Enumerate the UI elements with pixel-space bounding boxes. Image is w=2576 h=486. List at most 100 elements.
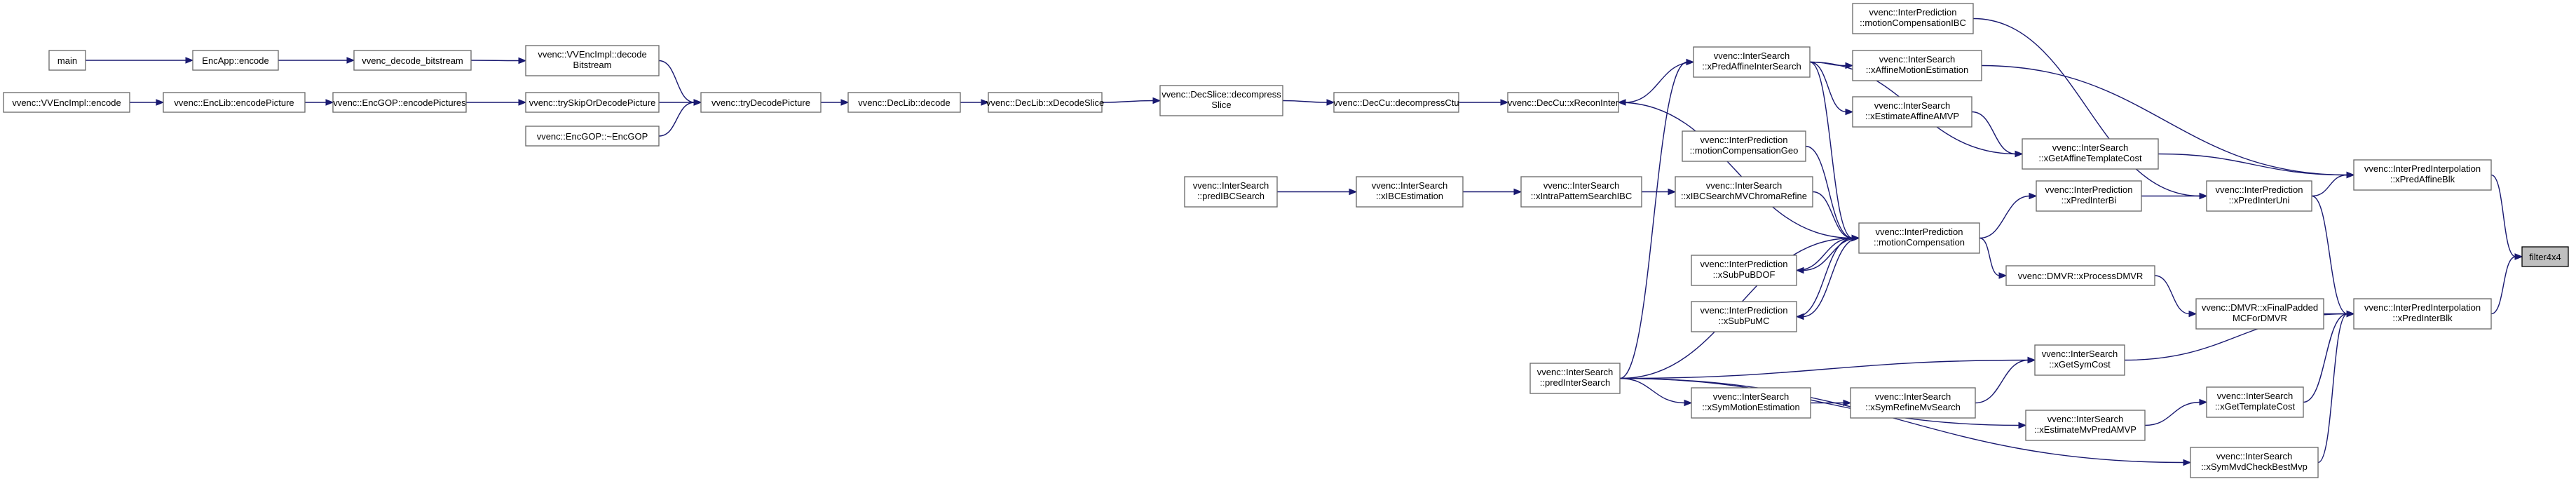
edge-declib_xdecslice-to-decslice: [1101, 97, 1161, 104]
node-box: [2206, 180, 2312, 212]
node-trydecode[interactable]: vvenc::tryDecodePicture: [700, 92, 822, 113]
edge-declib_decode-to-declib_xdecslice: [960, 99, 990, 106]
node-label: vvenc::InterSearch: [1713, 391, 1789, 402]
node-label: vvenc::DMVR::xFinalPadded: [2202, 302, 2318, 313]
edge-predinter-to-xsymmvdcheck: [1619, 377, 2192, 466]
node-encgop-dtor[interactable]: vvenc::EncGOP::~EncGOP: [525, 126, 660, 147]
node-dmvr-xprocess[interactable]: vvenc::DMVR::xProcessDMVR: [2005, 265, 2155, 286]
node-vvencimpl-encode[interactable]: vvenc::VVEncImpl::encode: [3, 92, 130, 113]
node-label: vvenc::tryDecodePicture: [711, 97, 810, 108]
node-label: ::xPredInterBlk: [2392, 313, 2453, 323]
node-encapp[interactable]: EncApp::encode: [192, 50, 279, 71]
node-predinter[interactable]: vvenc::InterSearch::predInterSearch: [1529, 363, 1621, 394]
node-deccu-decompctu[interactable]: vvenc::DecCu::decompressCtu: [1333, 92, 1459, 113]
node-label: vvenc::InterSearch: [2052, 142, 2128, 153]
edge-predinter-to-xpredaffine: [1619, 58, 1695, 379]
node-main[interactable]: main: [48, 50, 86, 71]
node-label: ::xEstimateMvPredAMVP: [2034, 424, 2137, 435]
node-declib-xdecslice[interactable]: vvenc::DecLib::xDecodeSlice: [986, 92, 1104, 113]
node-tryskip[interactable]: vvenc::trySkipOrDecodePicture: [525, 92, 660, 113]
node-label: vvenc::InterPrediction: [1700, 305, 1787, 316]
node-label: ::motionCompensationIBC: [1860, 18, 1966, 28]
node-label: ::xPredInterBi: [2062, 195, 2117, 205]
node-xsubpubdof[interactable]: vvenc::InterPrediction::xSubPuBDOF: [1691, 255, 1797, 286]
edge-xpredaffine-to-xestaffineamvp: [1809, 61, 1854, 116]
node-box: [1520, 176, 1642, 208]
node-label: ::xEstimateAffineAMVP: [1865, 111, 1959, 121]
node-xestmvpredamvp[interactable]: vvenc::InterSearch::xEstimateMvPredAMVP: [2025, 410, 2146, 441]
node-mcibc[interactable]: vvenc::InterPrediction::motionCompensati…: [1852, 3, 1974, 34]
node-box: [2022, 138, 2159, 170]
node-label: ::xPredAffineBlk: [2390, 174, 2455, 184]
node-xsubpumc[interactable]: vvenc::InterPrediction::xSubPuMC: [1691, 301, 1797, 332]
node-ipi-predaffine[interactable]: vvenc::InterPredInterpolation::xPredAffi…: [2353, 159, 2492, 191]
node-label: filter4x4: [2529, 252, 2561, 262]
node-box: [163, 92, 306, 113]
node-encgop-encpics[interactable]: vvenc::EncGOP::encodePictures: [332, 92, 467, 113]
edge-trydecode-to-declib_decode: [821, 99, 850, 106]
node-label: vvenc_decode_bitstream: [362, 55, 463, 66]
edge-dmvr_xprocess-to-dmvr_xfinal: [2154, 275, 2197, 318]
node-xsymrefine[interactable]: vvenc::InterSearch::xSymRefineMvSearch: [1850, 387, 1976, 419]
node-deccu-xrecon[interactable]: vvenc::DecCu::xReconInter: [1507, 92, 1619, 113]
node-label: vvenc::InterPrediction: [2045, 184, 2132, 195]
node-label: vvenc::InterSearch: [1875, 391, 1951, 402]
node-declib-decode[interactable]: vvenc::DecLib::decode: [847, 92, 961, 113]
node-mc[interactable]: vvenc::InterPrediction::motionCompensati…: [1858, 222, 1980, 254]
edge-xestaffineamvp-to-xgetaffinecost: [1971, 111, 2024, 158]
node-box: [1682, 130, 1806, 162]
node-xgetsymcost[interactable]: vvenc::InterSearch::xGetSymCost: [2034, 344, 2125, 376]
node-label: ::xAffineMotionEstimation: [1866, 65, 1968, 75]
edge-xibcest-to-xintrapattern: [1463, 188, 1522, 196]
node-label: vvenc::InterPrediction: [1869, 7, 1956, 18]
node-box: [2036, 180, 2142, 212]
node-enclib-encpic[interactable]: vvenc::EncLib::encodePicture: [163, 92, 306, 113]
node-label: ::predIBCSearch: [1197, 191, 1265, 201]
edge-vvencimpl_encode-to-enclib_encpic: [130, 99, 165, 106]
node-box: [1858, 222, 1980, 254]
node-box: [2521, 246, 2569, 267]
node-box: [525, 45, 660, 76]
node-xpredaffine[interactable]: vvenc::InterSearch::xPredAffineInterSear…: [1693, 46, 1811, 78]
node-label: vvenc::InterPrediction: [1875, 227, 1963, 237]
node-box: [2353, 298, 2492, 330]
node-label: vvenc::InterSearch: [1879, 54, 1955, 65]
node-box: [3, 92, 130, 113]
node-label: ::motionCompensation: [1874, 237, 1965, 248]
edge-mc-to-dmvr_xprocess: [1979, 237, 2008, 279]
node-xgetaffinecost[interactable]: vvenc::InterSearch::xGetAffineTemplateCo…: [2022, 138, 2159, 170]
node-label: vvenc::InterPrediction: [2215, 184, 2303, 195]
node-label: vvenc::InterSearch: [1706, 180, 1782, 191]
edge-encgop_encpics-to-tryskip: [466, 99, 527, 106]
node-label: ::xSubPuMC: [1719, 316, 1770, 326]
node-xpredinterbi[interactable]: vvenc::InterPrediction::xPredInterBi: [2036, 180, 2142, 212]
node-xaffineme[interactable]: vvenc::InterSearch::xAffineMotionEstimat…: [1852, 50, 1982, 81]
node-xsymmvdcheck[interactable]: vvenc::InterSearch::xSymMvdCheckBestMvp: [2190, 447, 2319, 478]
node-box: [1507, 92, 1619, 113]
node-filter4x4[interactable]: filter4x4: [2521, 246, 2569, 267]
node-predibc[interactable]: vvenc::InterSearch::predIBCSearch: [1184, 176, 1278, 208]
node-xestaffineamvp[interactable]: vvenc::InterSearch::xEstimateAffineAMVP: [1852, 96, 1972, 128]
node-label: ::xPredAffineInterSearch: [1702, 61, 1801, 72]
node-xibcest[interactable]: vvenc::InterSearch::xIBCEstimation: [1356, 176, 1464, 208]
node-xsymme[interactable]: vvenc::InterSearch::xSymMotionEstimation: [1691, 387, 1811, 419]
node-box: [1852, 96, 1972, 128]
node-label: vvenc::InterSearch: [2217, 391, 2293, 401]
node-xibcchroma[interactable]: vvenc::InterSearch::xIBCSearchMVChromaRe…: [1675, 176, 1813, 208]
node-label: ::xIBCEstimation: [1376, 191, 1443, 201]
edge-decbits-to-vvencimpl_decode: [470, 57, 527, 65]
node-box: [847, 92, 961, 113]
node-label: EncApp::encode: [202, 55, 268, 66]
edge-mc-to-xpredinterbi: [1979, 192, 2038, 239]
node-decbits[interactable]: vvenc_decode_bitstream: [353, 50, 472, 71]
node-box: [2195, 298, 2324, 330]
node-xintrapattern[interactable]: vvenc::InterSearch::xIntraPatternSearchI…: [1520, 176, 1642, 208]
node-xpredinteruni[interactable]: vvenc::InterPrediction::xPredInterUni: [2206, 180, 2312, 212]
node-mcgeo[interactable]: vvenc::InterPrediction::motionCompensati…: [1682, 130, 1806, 162]
node-ipi-predinterblk[interactable]: vvenc::InterPredInterpolation::xPredInte…: [2353, 298, 2492, 330]
edge-predinter-to-xgetsymcost: [1619, 356, 2036, 379]
node-xgettemplatecost[interactable]: vvenc::InterSearch::xGetTemplateCost: [2206, 386, 2304, 418]
